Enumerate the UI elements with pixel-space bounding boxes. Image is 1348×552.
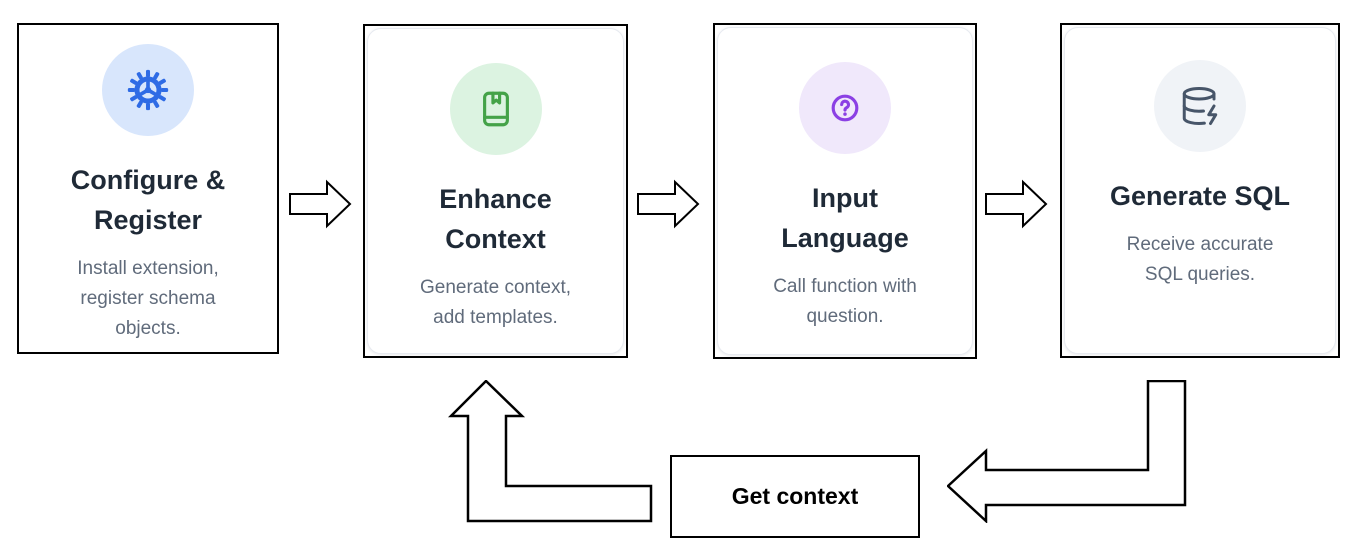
question-circle-icon [831,94,859,122]
step-card-enhance-context: Enhance Context Generate context, add te… [363,24,628,358]
card-surface: Generate SQL Receive accurate SQL querie… [1064,27,1336,354]
step-title: Input Language [781,183,909,253]
get-context-box: Get context [670,455,920,538]
step-card-generate-sql: Generate SQL Receive accurate SQL querie… [1060,23,1340,358]
step-icon-circle [1154,60,1246,152]
step-icon-circle [449,63,542,155]
step-title: Configure & Register [70,165,226,235]
step-title: Generate SQL [1109,181,1291,211]
step-description: Call function with question. [773,276,917,327]
loop-arrow-left-icon [947,380,1187,523]
step-card-configure-register: Configure & Register Install extension, … [17,23,279,354]
step-description: Receive accurate SQL queries. [1126,234,1274,285]
card-surface: Configure & Register Install extension, … [21,27,275,350]
get-context-label: Get context [731,483,859,509]
step-description: Generate context, add templates. [419,277,572,328]
card-surface: Input Language Call function with questi… [717,27,973,355]
step-card-input-language: Input Language Call function with questi… [713,23,977,359]
flow-arrow-right-icon [637,179,701,229]
flow-arrow-right-icon [289,179,353,229]
flow-arrow-right-icon [985,179,1049,229]
database-zap-icon [1182,87,1218,125]
step-icon-circle [102,44,194,136]
step-title: Enhance Context [439,184,552,254]
step-icon-circle [799,62,891,154]
gear-icon [127,69,169,111]
card-surface: Enhance Context Generate context, add te… [367,28,624,354]
book-bookmark-icon [482,91,509,127]
loop-arrow-up-icon [446,380,658,526]
step-description: Install extension, register schema objec… [77,258,219,339]
